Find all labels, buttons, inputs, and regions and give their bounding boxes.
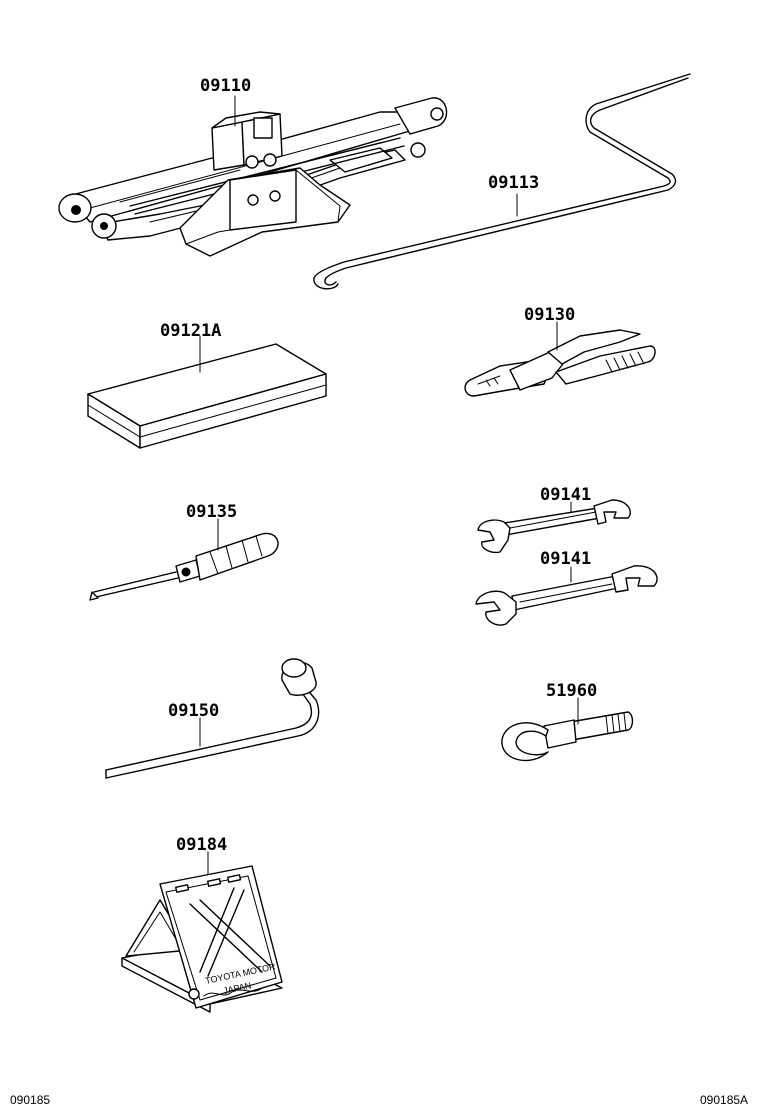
pliers-illustration (464, 329, 656, 397)
callout-09130: 09130 (524, 305, 575, 325)
wrench-lower-illustration (475, 565, 658, 626)
screwdriver-illustration (89, 532, 279, 601)
footer-code-right: 090185A (700, 1093, 748, 1107)
wheel-chock-illustration: TOYOTA MOTOR JAPAN (121, 865, 283, 1013)
callout-09135: 09135 (186, 502, 237, 522)
callout-09121A: 09121A (160, 321, 221, 341)
tool-bag-illustration (87, 343, 327, 449)
jack-illustration (58, 97, 448, 257)
callout-09110: 09110 (200, 76, 251, 96)
callout-09150: 09150 (168, 701, 219, 721)
towing-eye-illustration (501, 711, 634, 762)
lug-wrench-illustration (105, 658, 320, 779)
callout-09141-upper: 09141 (540, 485, 591, 505)
footer-code-left: 090185 (10, 1093, 50, 1107)
callout-09141-lower: 09141 (540, 549, 591, 569)
wrench-upper-illustration (477, 499, 631, 554)
callout-51960: 51960 (546, 681, 597, 701)
callout-09184: 09184 (176, 835, 227, 855)
callout-09113: 09113 (488, 173, 539, 193)
jack-handle-illustration (313, 73, 691, 290)
